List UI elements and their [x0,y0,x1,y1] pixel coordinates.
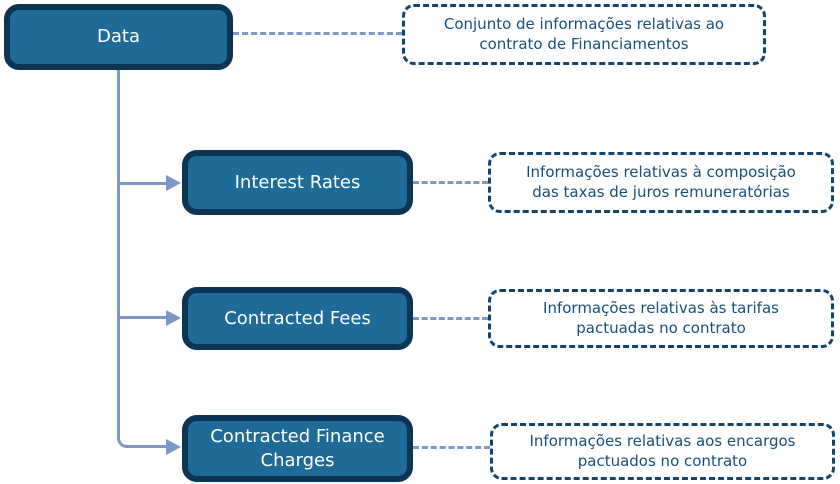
arrowhead-right-icon [166,439,181,455]
connector-elbow [117,436,134,448]
note-data: Conjunto de informações relativas ao con… [402,4,766,65]
node-interest-rates-label: Interest Rates [234,171,361,193]
arrowhead-right-icon [166,310,181,326]
note-contracted-fees: Informações relativas às tarifas pactuad… [488,289,834,348]
node-contracted-finance-charges-label: Contracted Finance Charges [210,426,385,471]
connector-branch-contracted-fees [120,316,166,319]
node-contracted-fees: Contracted Fees [182,287,413,350]
node-data: Data [4,4,233,70]
note-contracted-fees-line2: pactuadas no contrato [576,318,746,337]
note-interest-rates-line1: Informações relativas à composição [526,163,796,182]
note-connector-data [233,32,402,35]
note-interest-rates-line2: das taxas de juros remuneratórias [532,182,790,201]
note-data-line2: contrato de Financiamentos [479,34,689,53]
node-interest-rates: Interest Rates [182,150,413,215]
node-data-label: Data [97,26,140,48]
note-connector-interest-rates [413,181,488,184]
note-connector-contracted-fees [413,317,488,320]
connector-branch-contracted-finance-charges [130,445,166,448]
arrowhead-right-icon [166,175,181,191]
note-connector-contracted-finance-charges [413,446,490,449]
note-data-line1: Conjunto de informações relativas ao [443,15,725,34]
connector-branch-interest-rates [120,182,166,185]
node-contracted-finance-charges: Contracted Finance Charges [182,415,413,482]
note-contracted-fees-line1: Informações relativas às tarifas [543,299,779,318]
note-contracted-finance-charges: Informações relativas aos encargos pactu… [490,423,835,480]
node-contracted-fees-label: Contracted Fees [224,307,371,329]
connector-trunk-line [117,70,120,436]
note-contracted-finance-charges-line1: Informações relativas aos encargos [529,432,796,451]
note-interest-rates: Informações relativas à composição das t… [488,152,834,213]
note-contracted-finance-charges-line2: pactuados no contrato [577,451,748,470]
